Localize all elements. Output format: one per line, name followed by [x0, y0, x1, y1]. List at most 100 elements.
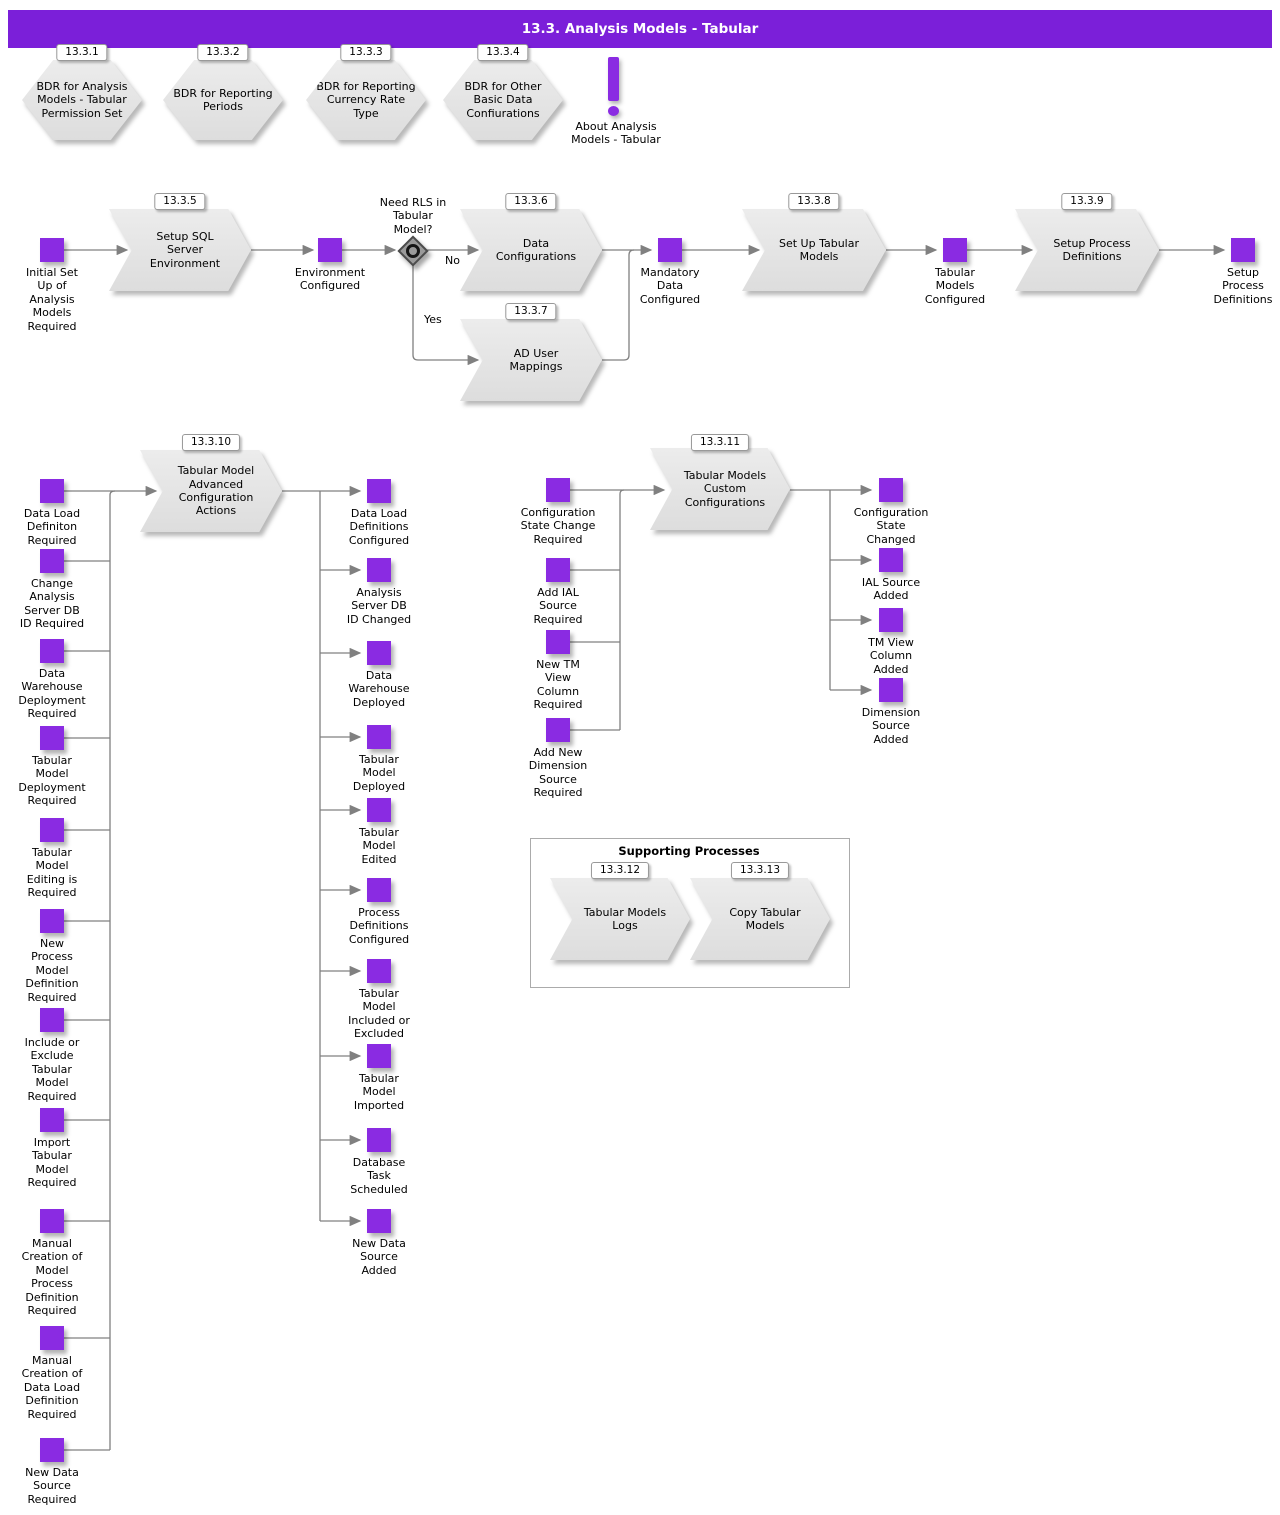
decision-question-label: Need RLS in Tabular Model?	[379, 196, 447, 236]
process-label: Tabular Models Custom Configurations	[683, 468, 767, 509]
process-data-configurations[interactable]: Data Configurations	[460, 209, 602, 291]
hexagon-bdr-reporting-currency-rate-type[interactable]: BDR for Reporting Currency Rate Type	[306, 60, 426, 140]
event-change-analysis-server-db-id-required: Change Analysis Server DB ID Required	[0, 549, 107, 631]
event-initial-setup-required: Initial Set Up of Analysis Models Requir…	[0, 238, 107, 333]
title-bar: 13.3. Analysis Models - Tabular	[8, 10, 1272, 48]
event-manual-creation-model-process-definition-required: Manual Creation of Model Process Definit…	[0, 1209, 107, 1317]
event-dimension-source-added: Dimension Source Added	[836, 678, 946, 746]
event-tabular-model-included-or-excluded: Tabular Model Included or Excluded	[324, 959, 434, 1041]
exclamation-dot	[608, 106, 619, 116]
decision-need-rls-in-tabular-model	[397, 235, 429, 267]
event-new-data-source-required: New Data Source Required	[0, 1438, 107, 1506]
event-marker	[40, 1008, 64, 1032]
event-tabular-models-configured: Tabular Models Configured	[900, 238, 1010, 306]
event-marker	[367, 959, 391, 983]
process-copy-tabular-models[interactable]: Copy Tabular Models	[690, 878, 830, 960]
event-manual-creation-data-load-definition-required: Manual Creation of Data Load Definition …	[0, 1326, 107, 1421]
badge-13-3-5: 13.3.5	[154, 193, 206, 210]
process-label: Tabular Model Advanced Configuration Act…	[177, 464, 255, 518]
process-setup-process-definitions[interactable]: Setup Process Definitions	[1015, 209, 1159, 291]
badge-13-3-3: 13.3.3	[340, 44, 392, 61]
event-marker	[40, 726, 64, 750]
badge-13-3-11: 13.3.11	[690, 434, 750, 451]
event-include-exclude-tabular-model-required: Include or Exclude Tabular Model Require…	[0, 1008, 107, 1103]
event-marker	[40, 1326, 64, 1350]
exclamation-bar	[608, 57, 619, 101]
page-title: 13.3. Analysis Models - Tabular	[521, 20, 759, 37]
event-marker	[367, 725, 391, 749]
hexagon-bdr-analysis-models-permission-set[interactable]: BDR for Analysis Models - Tabular Permis…	[22, 60, 142, 140]
event-marker	[40, 479, 64, 503]
event-marker	[367, 479, 391, 503]
process-label: AD User Mappings	[509, 346, 563, 373]
hexagon-label: BDR for Reporting Periods	[173, 86, 273, 113]
event-marker	[367, 798, 391, 822]
event-marker	[879, 548, 903, 572]
event-mandatory-data-configured: Mandatory Data Configured	[615, 238, 725, 306]
event-environment-configured: Environment Configured	[275, 238, 385, 293]
event-marker	[879, 608, 903, 632]
badge-13-3-8: 13.3.8	[788, 193, 840, 210]
event-add-new-dimension-source-required: Add New Dimension Source Required	[503, 718, 613, 800]
event-marker	[367, 641, 391, 665]
event-marker	[367, 878, 391, 902]
event-configuration-state-change-required: Configuration State Change Required	[503, 478, 613, 546]
supporting-processes-title: Supporting Processes	[618, 844, 760, 858]
event-database-task-scheduled: Database Task Scheduled	[324, 1128, 434, 1196]
badge-13-3-4: 13.3.4	[477, 44, 529, 61]
badge-13-3-9: 13.3.9	[1061, 193, 1113, 210]
event-marker	[367, 1209, 391, 1233]
event-marker	[40, 1438, 64, 1462]
event-tabular-model-deployment-required: Tabular Model Deployment Required	[0, 726, 107, 808]
event-new-process-model-definition-required: New Process Model Definition Required	[0, 909, 107, 1004]
event-marker	[367, 558, 391, 582]
event-marker	[658, 238, 682, 262]
event-marker	[1231, 238, 1255, 262]
process-label: Copy Tabular Models	[729, 905, 801, 932]
event-marker	[367, 1128, 391, 1152]
process-tabular-models-logs[interactable]: Tabular Models Logs	[550, 878, 690, 960]
event-marker	[367, 1044, 391, 1068]
about-label: About Analysis Models - Tabular	[571, 120, 661, 147]
event-tabular-model-deployed: Tabular Model Deployed	[324, 725, 434, 793]
event-analysis-server-db-id-changed: Analysis Server DB ID Changed	[324, 558, 434, 626]
badge-13-3-2: 13.3.2	[197, 44, 249, 61]
event-marker	[546, 718, 570, 742]
process-label: Set Up Tabular Models	[778, 236, 859, 263]
event-new-data-source-added: New Data Source Added	[324, 1209, 434, 1277]
event-data-load-definitions-configured: Data Load Definitions Configured	[324, 479, 434, 547]
hexagon-bdr-other-basic-data-configurations[interactable]: BDR for Other Basic Data Confiurations	[443, 60, 563, 140]
event-add-ial-source-required: Add IAL Source Required	[503, 558, 613, 626]
event-data-load-definiton-required: Data Load Definiton Required	[0, 479, 107, 547]
event-marker	[546, 478, 570, 502]
exclamation-icon[interactable]	[608, 57, 620, 116]
hexagon-bdr-reporting-periods[interactable]: BDR for Reporting Periods	[163, 60, 283, 140]
event-marker	[546, 558, 570, 582]
event-marker	[546, 630, 570, 654]
badge-13-3-10: 13.3.10	[181, 434, 241, 451]
process-tabular-model-advanced-configuration-actions[interactable]: Tabular Model Advanced Configuration Act…	[140, 450, 282, 532]
badge-13-3-1: 13.3.1	[56, 44, 108, 61]
process-ad-user-mappings[interactable]: AD User Mappings	[460, 319, 602, 401]
event-ial-source-added: IAL Source Added	[836, 548, 946, 603]
hexagon-label: BDR for Other Basic Data Confiurations	[464, 79, 542, 120]
process-setup-sql-server-environment[interactable]: Setup SQL Server Environment	[109, 209, 251, 291]
badge-13-3-12: 13.3.12	[590, 862, 650, 879]
branch-label-no: No	[445, 254, 460, 267]
event-marker	[40, 909, 64, 933]
event-tabular-model-editing-required: Tabular Model Editing is Required	[0, 818, 107, 900]
badge-13-3-6: 13.3.6	[505, 193, 557, 210]
process-label: Tabular Models Logs	[583, 905, 667, 932]
process-label: Data Configurations	[495, 236, 577, 263]
event-marker	[943, 238, 967, 262]
event-marker	[40, 1108, 64, 1132]
event-setup-process-definitions: Setup Process Definitions	[1188, 238, 1280, 306]
hexagon-label: BDR for Analysis Models - Tabular Permis…	[36, 79, 128, 120]
process-set-up-tabular-models[interactable]: Set Up Tabular Models	[742, 209, 886, 291]
event-marker	[40, 549, 64, 573]
process-tabular-models-custom-configurations[interactable]: Tabular Models Custom Configurations	[650, 448, 790, 530]
event-data-warehouse-deployment-required: Data Warehouse Deployment Required	[0, 639, 107, 721]
event-tabular-model-edited: Tabular Model Edited	[324, 798, 434, 866]
event-marker	[879, 678, 903, 702]
